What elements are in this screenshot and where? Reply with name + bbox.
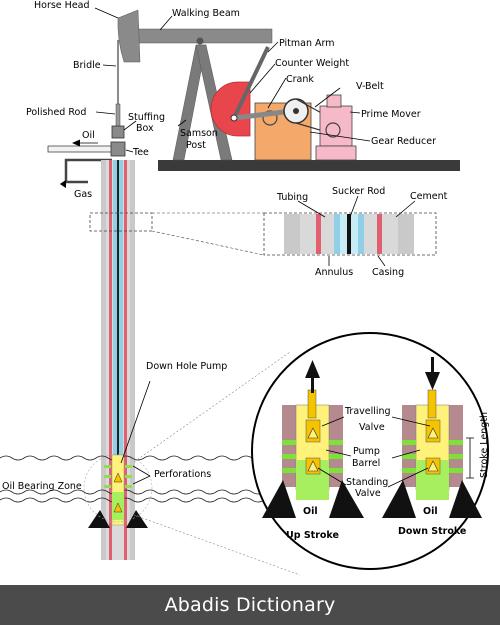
down-hole-pump xyxy=(83,453,153,528)
casing xyxy=(109,160,112,560)
label-bridle: Bridle xyxy=(73,60,101,71)
casing-section-right xyxy=(377,214,382,254)
label-perforations: Perforations xyxy=(154,469,211,480)
oil-arrow-icon xyxy=(72,139,80,147)
oil-well-diagram: Horse Head Walking Beam Bridle Pitman Ar… xyxy=(0,0,490,576)
label-oil: Oil xyxy=(82,130,95,141)
prime-mover xyxy=(319,105,353,147)
label-valve-2: Valve xyxy=(355,488,381,499)
label-oil-up: Oil xyxy=(303,506,318,517)
label-tee: Tee xyxy=(132,147,149,158)
label-horse-head: Horse Head xyxy=(34,0,90,11)
label-casing: Casing xyxy=(372,267,404,278)
up-stroke-pump xyxy=(262,360,364,518)
label-post: Post xyxy=(186,140,206,151)
gas-pipe xyxy=(64,158,112,184)
casing-section-left xyxy=(316,214,321,254)
walking-beam xyxy=(135,28,273,44)
label-prime-mover: Prime Mover xyxy=(361,109,421,120)
crank xyxy=(233,109,285,121)
counter-weight xyxy=(210,81,251,137)
pump-jack xyxy=(117,9,460,171)
down-stroke-pump xyxy=(382,357,482,518)
oil-pipe xyxy=(47,145,115,153)
pitman-arm xyxy=(232,46,270,119)
label-walking-beam: Walking Beam xyxy=(172,8,240,19)
label-valve-1: Valve xyxy=(359,422,385,433)
label-gas: Gas xyxy=(74,189,92,200)
label-oil-down: Oil xyxy=(423,506,438,517)
stuffing-box xyxy=(111,125,125,139)
label-box: Box xyxy=(136,123,154,134)
label-oil-bearing-zone: Oil Bearing Zone xyxy=(2,481,82,492)
label-samson: Samson xyxy=(180,128,218,139)
label-annulus: Annulus xyxy=(315,267,353,278)
label-sucker-rod: Sucker Rod xyxy=(332,186,385,197)
footer-text: Abadis Dictionary xyxy=(164,594,336,616)
label-down-hole-pump: Down Hole Pump xyxy=(146,361,227,372)
wellhead xyxy=(47,103,126,188)
label-up-stroke: Up Stroke xyxy=(286,530,339,541)
label-polished-rod: Polished Rod xyxy=(26,107,86,118)
label-tubing: Tubing xyxy=(276,192,308,203)
perforations xyxy=(104,465,111,468)
horse-head xyxy=(117,9,141,63)
label-counter-weight: Counter Weight xyxy=(275,58,349,69)
sucker-rod-section xyxy=(347,214,351,254)
label-pump: Pump xyxy=(353,446,380,457)
label-stuffing: Stuffing xyxy=(128,112,165,123)
gas-arrow-icon xyxy=(60,180,66,188)
magnified-pump xyxy=(251,332,489,570)
label-pitman-arm: Pitman Arm xyxy=(279,38,335,49)
label-gear-reducer: Gear Reducer xyxy=(371,136,436,147)
label-standing: Standing xyxy=(346,477,388,488)
label-v-belt: V-Belt xyxy=(356,81,384,92)
cross-section-callout xyxy=(89,212,437,256)
label-barrel: Barrel xyxy=(352,458,380,469)
label-stroke-length: Stroke Length xyxy=(479,412,490,478)
stroke-length-bracket xyxy=(466,437,474,479)
label-down-stroke: Down Stroke xyxy=(398,526,466,537)
footer-banner: Abadis Dictionary xyxy=(0,585,500,625)
label-crank: Crank xyxy=(286,74,314,85)
pump-jack-base xyxy=(158,160,460,171)
sucker-rod xyxy=(117,160,119,455)
oil-bearing-zone xyxy=(0,455,265,503)
label-travelling: Travelling xyxy=(344,406,391,417)
label-cement: Cement xyxy=(410,191,448,202)
tee xyxy=(110,141,126,157)
up-arrow-icon xyxy=(305,360,320,378)
down-arrow-icon xyxy=(425,372,440,390)
